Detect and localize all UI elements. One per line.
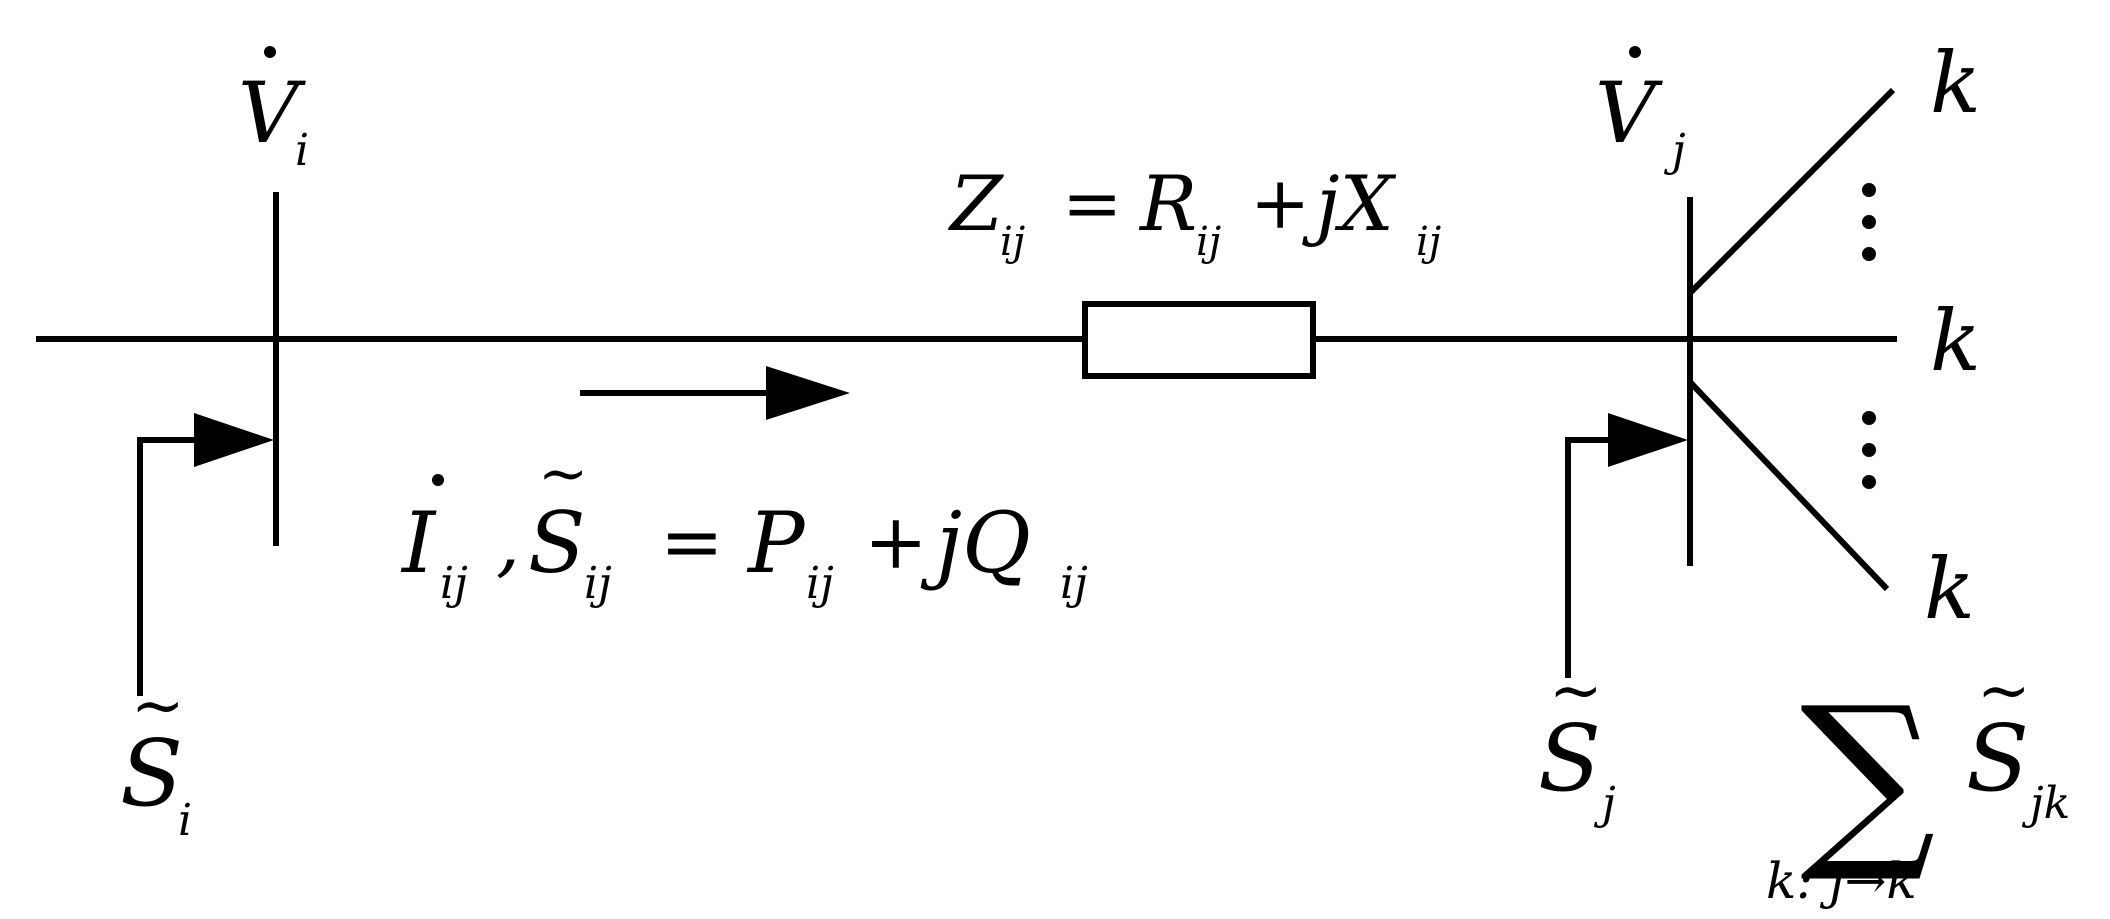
injection-j-symbol: S — [1538, 705, 1601, 812]
downstream-branch-lower — [1687, 379, 1890, 592]
sum-symbol: ∑ — [1800, 666, 1936, 887]
impedance-r-subscript: ij — [1196, 219, 1221, 265]
label-branch-flow: I ij , S ~ ij = P ij + jQ ij — [400, 439, 1088, 609]
flow-equals: = — [660, 497, 724, 586]
ellipsis-upper-dot-2 — [1862, 215, 1876, 229]
ellipsis-lower-dot-2 — [1862, 443, 1876, 457]
flow-plus: + — [864, 497, 928, 586]
voltage-j-subscript: j — [1663, 125, 1686, 176]
ellipsis-lower-dot-1 — [1862, 411, 1876, 425]
flow-jq: jQ — [920, 494, 1031, 592]
flow-jq-subscript: ij — [1060, 558, 1088, 609]
node-k-lower: k — [1924, 540, 1975, 638]
label-injection-j: S ~ j — [1538, 654, 1616, 829]
label-injection-i: S ~ i — [120, 669, 192, 846]
label-downstream-sum: ∑ k: j→k S ~ jk — [1766, 654, 2070, 910]
current-i: I — [400, 494, 437, 592]
downstream-branch-upper — [1687, 87, 1896, 296]
impedance-equals: = — [1062, 161, 1122, 245]
label-voltage-j: V j — [1595, 46, 1686, 176]
flow-p-subscript: ij — [806, 558, 834, 609]
injection-i-tilde: ~ — [131, 669, 185, 743]
flow-s-subscript: ij — [584, 558, 612, 609]
injection-j-line — [1565, 437, 1614, 678]
line-impedance-resistor — [1082, 301, 1316, 379]
flow-s-tilde: ~ — [538, 439, 588, 509]
ellipsis-upper-dot-3 — [1862, 247, 1876, 261]
injection-i-arrowhead — [194, 413, 274, 467]
impedance-z-subscript: ij — [1000, 219, 1025, 265]
flow-s: S — [528, 494, 586, 592]
flow-arrow-head — [766, 366, 850, 420]
voltage-i-symbol: V — [238, 64, 306, 162]
node-k-middle: k — [1930, 292, 1981, 390]
label-voltage-i: V i — [238, 46, 309, 176]
impedance-z: Z — [948, 159, 1004, 248]
impedance-jx: jX — [1302, 159, 1397, 248]
sum-term-tilde: ~ — [1977, 654, 2031, 728]
ellipsis-upper-dot-1 — [1862, 183, 1876, 197]
flow-p: P — [746, 494, 806, 592]
ellipsis-lower-dot-3 — [1862, 475, 1876, 489]
sum-term-subscript: jk — [2021, 778, 2070, 829]
injection-i-symbol: S — [120, 720, 183, 827]
sum-index: k: j→k — [1766, 852, 1917, 910]
impedance-plus: + — [1250, 161, 1310, 245]
sum-term-s: S — [1966, 705, 2029, 812]
injection-i-subscript: i — [178, 795, 192, 846]
voltage-i-subscript: i — [295, 125, 309, 176]
injection-j-arrowhead — [1608, 413, 1688, 467]
impedance-jx-subscript: ij — [1416, 219, 1441, 265]
voltage-i-dot — [264, 46, 276, 58]
current-subscript: ij — [440, 558, 468, 609]
label-line-impedance: Z ij = R ij + jX ij — [948, 159, 1441, 265]
flow-comma: , — [496, 497, 520, 586]
injection-i-line — [137, 437, 200, 696]
node-k-upper: k — [1930, 34, 1981, 132]
current-dot — [432, 474, 444, 486]
voltage-j-symbol: V — [1595, 64, 1663, 162]
voltage-j-dot — [1629, 46, 1641, 58]
injection-j-tilde: ~ — [1549, 654, 1603, 728]
impedance-r: R — [1138, 159, 1197, 248]
